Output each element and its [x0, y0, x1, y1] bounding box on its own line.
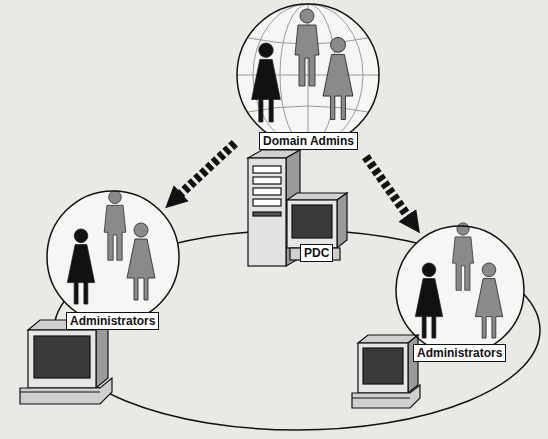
workstation: [352, 335, 420, 408]
circle-outline: [395, 225, 525, 355]
circle-outline: [47, 191, 179, 323]
person: [295, 9, 319, 86]
delegation-arrow: [178, 143, 235, 196]
group-label: Administrators: [413, 344, 506, 362]
server-label: PDC: [300, 243, 333, 262]
delegation-arrow: [366, 157, 410, 219]
circle-outline: [46, 190, 180, 324]
person: [453, 223, 474, 290]
circle-outline: [236, 3, 380, 147]
circle-outline: [237, 4, 379, 146]
people: [67, 9, 502, 338]
circle-outline: [396, 226, 524, 354]
group-label: PDC: [300, 244, 333, 262]
person: [252, 43, 281, 122]
group-label: Administrators: [66, 312, 159, 330]
group-circle: Administrators: [395, 225, 525, 355]
person: [104, 191, 126, 260]
workstation: [20, 320, 112, 404]
person: [475, 263, 502, 338]
person: [415, 263, 442, 338]
person: [127, 223, 155, 300]
group-ground: [47, 191, 179, 323]
group-label: Domain Admins: [259, 132, 358, 150]
group-circle: Domain Admins: [236, 3, 380, 147]
group-circle: Administrators: [46, 190, 180, 324]
person: [67, 229, 94, 304]
person: [323, 37, 353, 119]
globe-lines: [237, 4, 379, 146]
group-ground: [237, 4, 379, 146]
